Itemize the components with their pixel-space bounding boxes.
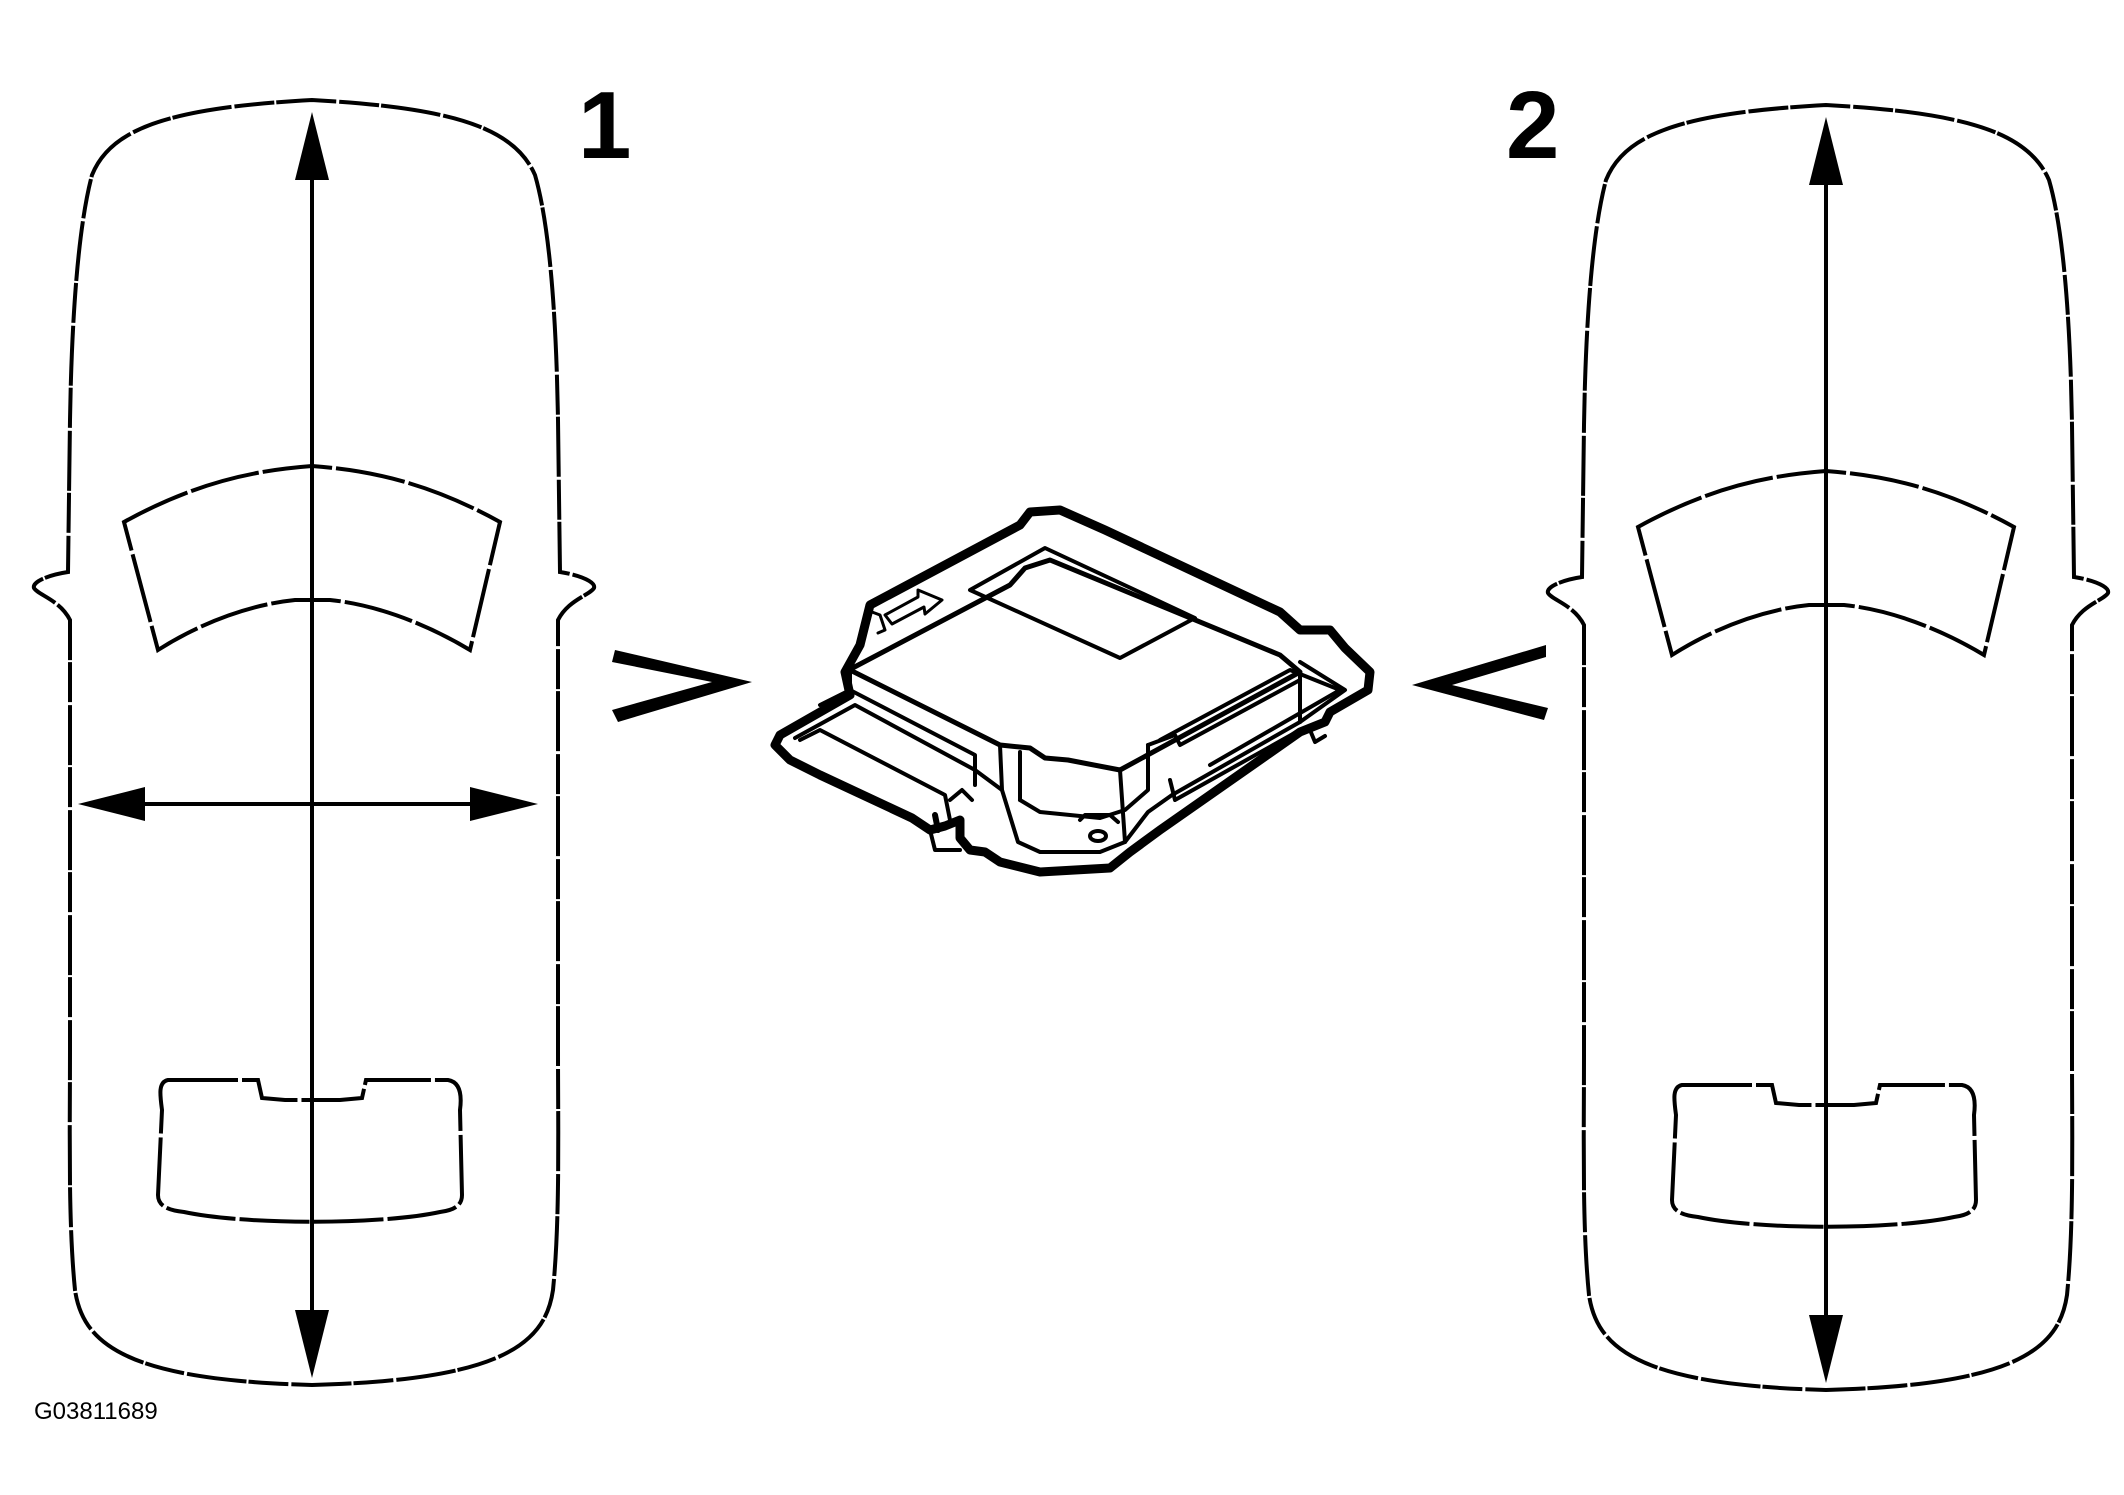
chevron-left-icon xyxy=(1412,645,1548,720)
airbag-control-module-icon xyxy=(775,510,1370,872)
figure-id: G03811689 xyxy=(34,1398,158,1425)
left-car-icon xyxy=(31,98,597,1387)
right-car-icon xyxy=(1545,103,2111,1392)
left-car-number-label: 1 xyxy=(578,72,632,179)
chevron-right-icon xyxy=(612,650,752,722)
right-car-number-label: 2 xyxy=(1506,72,1560,179)
